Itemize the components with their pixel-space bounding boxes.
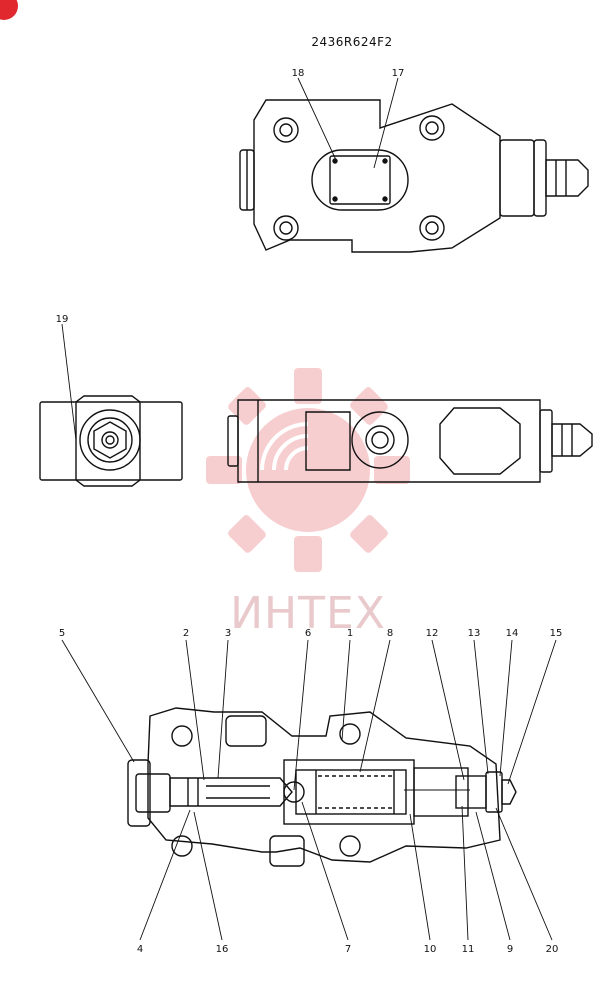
callout-11: 11	[462, 944, 475, 955]
watermark-text: ИНТЕХ	[230, 588, 386, 639]
callout-labels: 18 17 19 5 2 3 6 1 8 12 13 14 15 4 16 7 …	[56, 68, 563, 955]
leader-lines	[61, 77, 557, 941]
callout-4: 4	[137, 944, 143, 955]
callout-13: 13	[468, 628, 481, 639]
top-view	[239, 99, 589, 253]
callout-17: 17	[392, 68, 405, 79]
callout-5: 5	[59, 628, 65, 639]
watermark-logo-arcs	[260, 422, 309, 471]
callout-19: 19	[56, 314, 69, 325]
corner-badge	[0, 0, 18, 20]
callout-16: 16	[216, 944, 229, 955]
callout-7: 7	[345, 944, 351, 955]
front-view	[227, 399, 593, 483]
callout-10: 10	[424, 944, 437, 955]
drawing-number: 2436R624F2	[311, 35, 392, 49]
callout-12: 12	[426, 628, 439, 639]
callout-18: 18	[292, 68, 305, 79]
callout-2: 2	[183, 628, 189, 639]
watermark-logo	[206, 368, 410, 572]
callout-8: 8	[387, 628, 393, 639]
callout-3: 3	[225, 628, 231, 639]
callout-1: 1	[347, 628, 353, 639]
callout-14: 14	[506, 628, 519, 639]
section-view	[127, 707, 517, 867]
callout-6: 6	[305, 628, 311, 639]
callout-15: 15	[550, 628, 563, 639]
callout-20: 20	[546, 944, 559, 955]
callout-9: 9	[507, 944, 513, 955]
side-view	[39, 395, 183, 487]
